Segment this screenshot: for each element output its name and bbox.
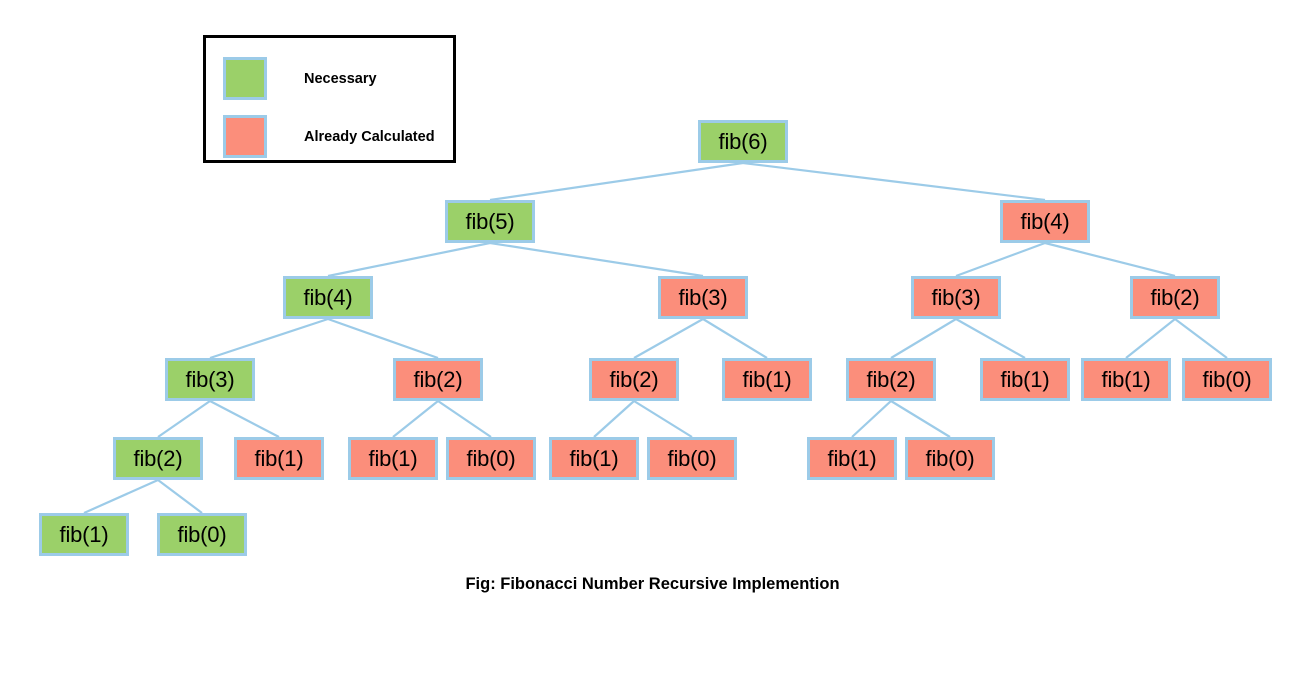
tree-edge: [489, 161, 744, 202]
tree-edge: [392, 400, 439, 438]
tree-node-n14[interactable]: fib(0): [1182, 358, 1272, 401]
tree-node-label: fib(2): [866, 366, 916, 392]
tree-edge: [157, 479, 203, 514]
tree-node-n24[interactable]: fib(0): [157, 513, 247, 556]
tree-node-label: fib(4): [1020, 208, 1070, 234]
tree-node-label: fib(0): [177, 521, 227, 547]
tree-node-label: fib(3): [678, 284, 728, 310]
tree-edge: [83, 478, 159, 515]
tree-node-label: fib(1): [742, 366, 792, 392]
tree-node-label: fib(2): [1150, 284, 1200, 310]
tree-edge: [327, 241, 491, 278]
legend-item-already-calculated: Already Calculated: [223, 115, 435, 158]
tree-edge: [1044, 241, 1176, 278]
tree-node-n7[interactable]: fib(3): [165, 358, 255, 401]
tree-node-n1[interactable]: fib(5): [445, 200, 535, 243]
tree-edge: [157, 400, 211, 438]
tree-edge: [209, 317, 329, 360]
tree-node-n18[interactable]: fib(0): [446, 437, 536, 480]
tree-node-n21[interactable]: fib(1): [807, 437, 897, 480]
tree-edge: [742, 161, 1046, 202]
tree-node-n9[interactable]: fib(2): [589, 358, 679, 401]
legend-label-already-calculated: Already Calculated: [304, 128, 435, 145]
tree-node-label: fib(1): [1101, 366, 1151, 392]
tree-edge: [437, 400, 492, 438]
tree-node-label: fib(1): [827, 445, 877, 471]
tree-node-n11[interactable]: fib(2): [846, 358, 936, 401]
figure-caption: Fig: Fibonacci Number Recursive Implemen…: [465, 575, 840, 593]
tree-node-n23[interactable]: fib(1): [39, 513, 129, 556]
tree-node-n22[interactable]: fib(0): [905, 437, 995, 480]
tree-node-n6[interactable]: fib(2): [1130, 276, 1220, 319]
tree-edge: [890, 318, 957, 359]
tree-node-label: fib(2): [133, 445, 183, 471]
tree-node-n4[interactable]: fib(3): [658, 276, 748, 319]
tree-node-label: fib(1): [569, 445, 619, 471]
tree-node-n15[interactable]: fib(2): [113, 437, 203, 480]
tree-node-label: fib(1): [59, 521, 109, 547]
tree-node-n5[interactable]: fib(3): [911, 276, 1001, 319]
tree-node-label: fib(0): [1202, 366, 1252, 392]
legend-swatch-necessary: [223, 57, 267, 100]
tree-edge: [1125, 318, 1176, 359]
tree-edge: [327, 317, 439, 360]
tree-node-label: fib(6): [718, 128, 768, 154]
legend-box: Necessary Already Calculated: [203, 35, 456, 163]
tree-edge: [890, 400, 951, 438]
tree-edge: [955, 318, 1026, 359]
tree-edge: [851, 400, 892, 438]
tree-node-n20[interactable]: fib(0): [647, 437, 737, 480]
tree-edge: [702, 318, 768, 359]
tree-edge: [955, 241, 1046, 278]
legend-label-necessary: Necessary: [304, 70, 377, 87]
tree-edge: [633, 400, 693, 438]
tree-node-label: fib(3): [931, 284, 981, 310]
legend-swatch-already-calculated: [223, 115, 267, 158]
tree-node-label: fib(2): [609, 366, 659, 392]
tree-node-label: fib(0): [667, 445, 717, 471]
tree-node-n16[interactable]: fib(1): [234, 437, 324, 480]
tree-node-label: fib(0): [466, 445, 516, 471]
legend-item-necessary: Necessary: [223, 57, 377, 100]
tree-node-n13[interactable]: fib(1): [1081, 358, 1171, 401]
tree-node-n17[interactable]: fib(1): [348, 437, 438, 480]
tree-node-label: fib(4): [303, 284, 353, 310]
tree-node-n8[interactable]: fib(2): [393, 358, 483, 401]
tree-edge: [1174, 318, 1228, 359]
tree-node-label: fib(1): [1000, 366, 1050, 392]
tree-node-label: fib(3): [185, 366, 235, 392]
tree-node-label: fib(2): [413, 366, 463, 392]
tree-edge: [633, 318, 704, 359]
tree-node-label: fib(5): [465, 208, 515, 234]
tree-edge: [489, 241, 704, 278]
tree-edge: [209, 400, 280, 438]
tree-node-n0[interactable]: fib(6): [698, 120, 788, 163]
tree-node-label: fib(1): [254, 445, 304, 471]
tree-node-label: fib(1): [368, 445, 418, 471]
tree-node-n3[interactable]: fib(4): [283, 276, 373, 319]
tree-edge: [593, 400, 635, 438]
tree-node-label: fib(0): [925, 445, 975, 471]
tree-node-n2[interactable]: fib(4): [1000, 200, 1090, 243]
tree-node-n12[interactable]: fib(1): [980, 358, 1070, 401]
tree-node-n10[interactable]: fib(1): [722, 358, 812, 401]
tree-node-n19[interactable]: fib(1): [549, 437, 639, 480]
